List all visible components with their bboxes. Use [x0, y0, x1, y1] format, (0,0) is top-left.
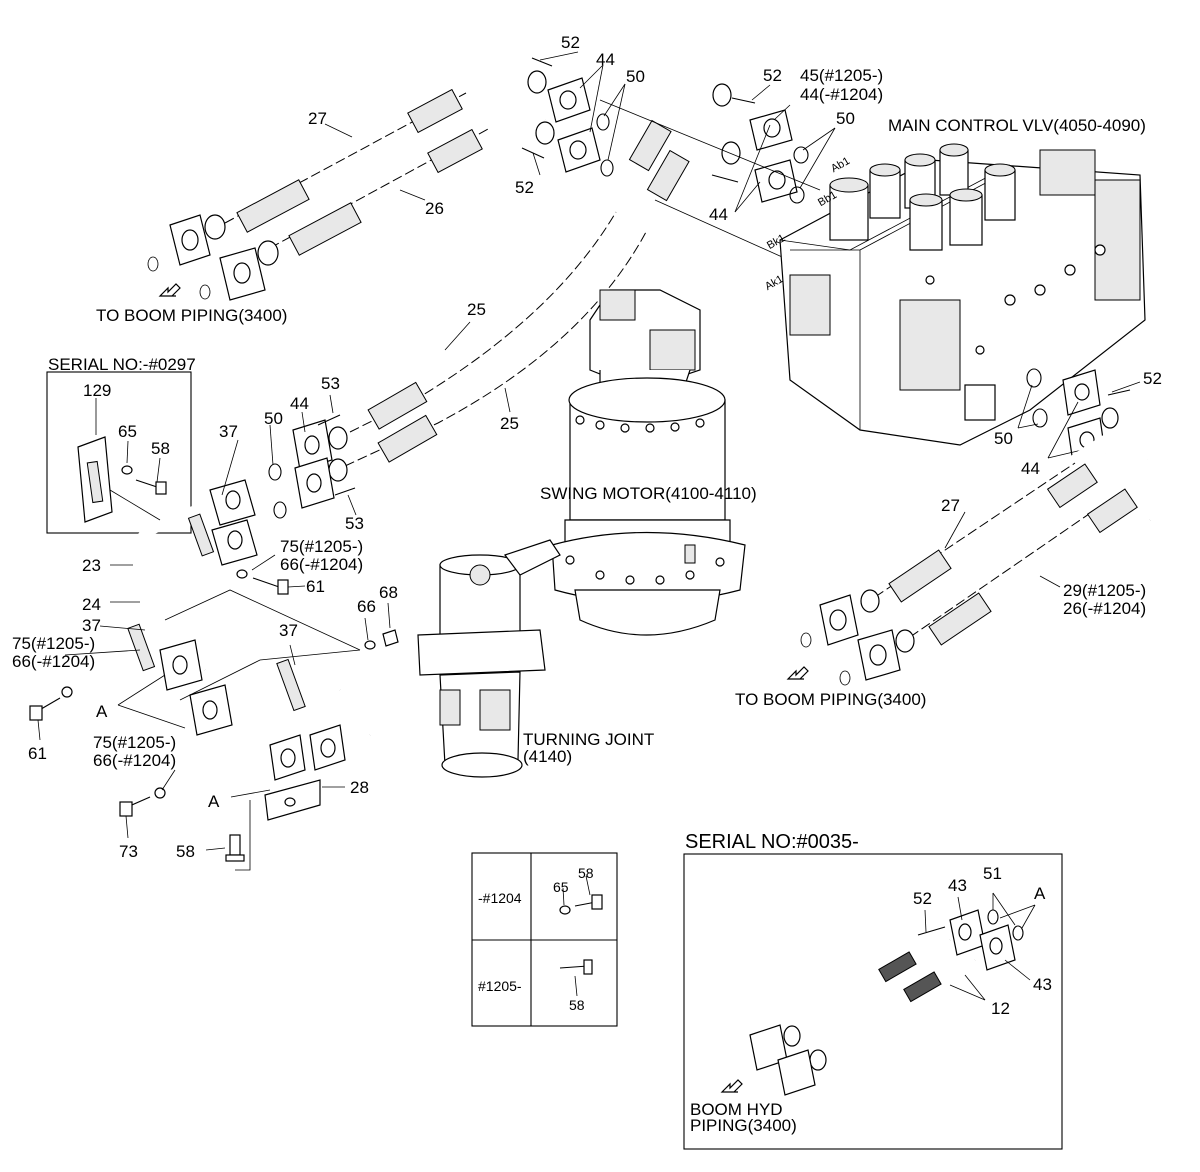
callout: 58 — [176, 842, 195, 861]
turning-joint-code: (4140) — [523, 747, 573, 766]
callout: A — [1034, 884, 1046, 903]
callout: 66 — [357, 597, 376, 616]
callout: 52 — [515, 178, 534, 197]
callout: 50 — [264, 409, 283, 428]
bolt-58-upper — [135, 479, 167, 495]
turning-joint — [417, 539, 561, 778]
callout: 75(#1205-) — [280, 537, 364, 556]
callout: 53 — [321, 374, 340, 393]
turning-joint-label: TURNING JOINT — [523, 730, 655, 749]
callout: 26(-#1204) — [1063, 599, 1147, 618]
table-row1-label: -#1204 — [478, 890, 522, 906]
callout: 51 — [983, 864, 1002, 883]
swing-motor — [551, 289, 746, 636]
callout: 12 — [991, 999, 1010, 1018]
callout: 45(#1205-) — [800, 66, 884, 85]
callout: A — [208, 792, 220, 811]
callout: A — [96, 702, 108, 721]
callout: 37 — [279, 621, 298, 640]
boom-hyd-piping-label: PIPING(3400) — [690, 1116, 797, 1135]
callout: 52 — [561, 33, 580, 52]
to-boom-piping-right-label: TO BOOM PIPING(3400) — [735, 690, 927, 709]
callout: 50 — [626, 67, 645, 86]
callout: 68 — [379, 583, 398, 602]
callout: 27 — [941, 496, 960, 515]
clamp-plate-129 — [77, 436, 113, 523]
callout: 75(#1205-) — [12, 634, 96, 653]
hose-26-top — [260, 108, 548, 258]
main-control-valve — [779, 143, 1146, 446]
main-control-valve-label: MAIN CONTROL VLV(4050-4090) — [888, 116, 1146, 135]
serial-box-upper — [46, 371, 192, 534]
flange-top-left — [169, 214, 266, 301]
callout: 37 — [219, 422, 238, 441]
callout: 53 — [345, 514, 364, 533]
callout: 50 — [994, 429, 1013, 448]
callout: 37 — [82, 616, 101, 635]
callout: 26 — [425, 199, 444, 218]
callout: 66(-#1204) — [12, 652, 96, 671]
callout: 44 — [596, 50, 615, 69]
washer-65 — [121, 465, 133, 475]
callout: 44(-#1204) — [800, 85, 884, 104]
callout: 129 — [83, 381, 112, 400]
table-row2-part: 58 — [569, 997, 585, 1013]
serial-no-upper-label: SERIAL NO:-#0297 — [48, 355, 196, 374]
callout: 25 — [500, 414, 519, 433]
hose-27-right — [860, 421, 1168, 653]
callout: 61 — [306, 577, 325, 596]
part-table — [471, 852, 618, 1027]
callout: 75(#1205-) — [93, 733, 177, 752]
callout: 52 — [1143, 369, 1162, 388]
table-row1-part-b: 58 — [578, 865, 594, 881]
callout: 73 — [119, 842, 138, 861]
boom-hyd-label: BOOM HYD — [690, 1100, 783, 1119]
hose-12-pair — [783, 934, 979, 1071]
flanges-left — [127, 479, 346, 821]
serial-box-lower — [683, 853, 1063, 1150]
callout: 43 — [948, 876, 967, 895]
to-boom-piping-top-label: TO BOOM PIPING(3400) — [96, 306, 288, 325]
serial-no-lower-label: SERIAL NO:#0035- — [685, 831, 859, 853]
callout: 43 — [1033, 975, 1052, 994]
callout: 52 — [913, 889, 932, 908]
callout: 44 — [290, 394, 309, 413]
table-row2-label: #1205- — [478, 978, 522, 994]
hose-25-pair — [328, 86, 727, 482]
callout: 58 — [151, 439, 170, 458]
swing-motor-label: SWING MOTOR(4100-4110) — [540, 484, 757, 503]
hose-27-top — [215, 69, 530, 233]
callout: 44 — [1021, 459, 1040, 478]
table-row1-part-a: 65 — [553, 879, 569, 895]
callout: 66(-#1204) — [280, 555, 364, 574]
callout: 29(#1205-) — [1063, 581, 1147, 600]
callout: 66(-#1204) — [93, 751, 177, 770]
callout: 27 — [308, 109, 327, 128]
callout: 44 — [709, 205, 728, 224]
callout: 28 — [350, 778, 369, 797]
callout: 24 — [82, 595, 101, 614]
arrow-icon — [158, 283, 809, 1093]
callout: 52 — [763, 66, 782, 85]
callout: 23 — [82, 556, 101, 575]
flange-44-top — [527, 70, 601, 173]
callout: 50 — [836, 109, 855, 128]
callout: 25 — [467, 300, 486, 319]
callout: 65 — [118, 422, 137, 441]
callout: 61 — [28, 744, 47, 763]
